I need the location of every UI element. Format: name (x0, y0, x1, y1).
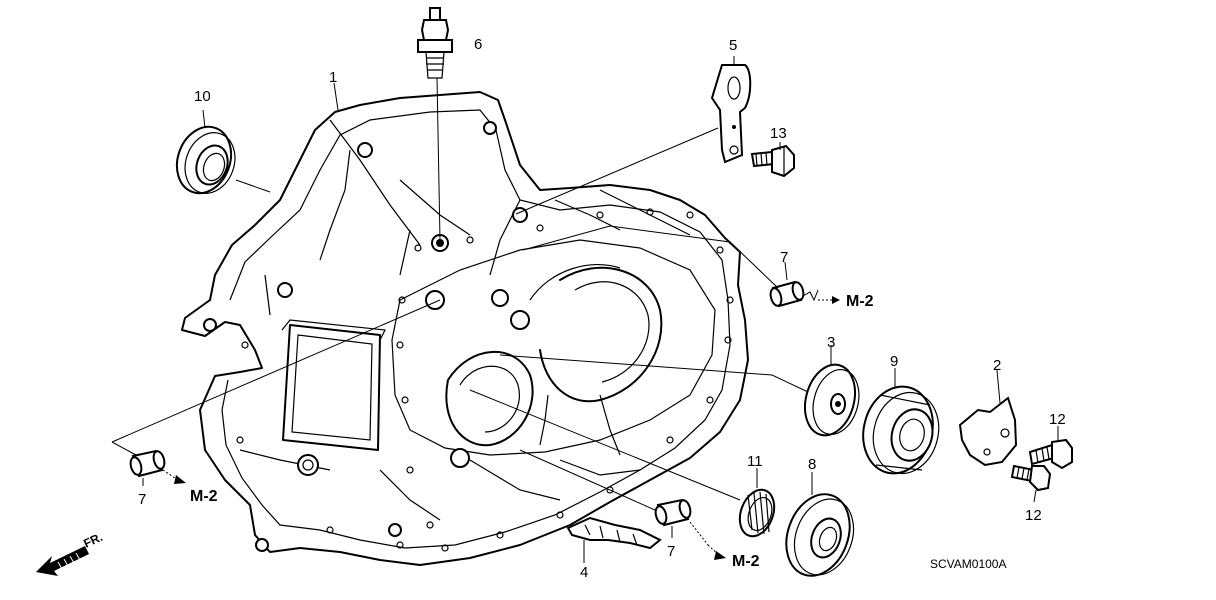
clutch-housing (181, 91, 749, 566)
front-direction-arrow (36, 546, 89, 576)
reference-labels: M-2 M-2 M-2 (190, 293, 874, 570)
ref-arrow-right (802, 289, 840, 304)
bearing-9 (862, 385, 940, 475)
retainer-plate (958, 396, 1018, 467)
callout-10: 10 (194, 88, 211, 105)
oil-seal (175, 125, 236, 195)
callout-12-lower: 12 (1025, 507, 1042, 524)
bearing-8 (785, 493, 855, 577)
callout-8: 8 (808, 456, 816, 473)
disc-plate (804, 363, 860, 437)
callout-2: 2 (993, 357, 1001, 374)
callout-7-right: 7 (780, 249, 788, 266)
callout-4: 4 (580, 564, 588, 581)
dowel-pin-left (129, 449, 166, 478)
ref-m2-bottom: M-2 (732, 553, 760, 570)
front-direction-label: FR. (81, 530, 104, 551)
callout-7-bottom: 7 (667, 543, 675, 560)
callout-1: 1 (329, 69, 337, 86)
callout-3: 3 (827, 334, 835, 351)
callout-5: 5 (729, 37, 737, 54)
sensor-switch (417, 7, 453, 79)
ref-arrow-bottom (689, 521, 726, 560)
callout-6: 6 (474, 36, 482, 53)
bracket (710, 64, 752, 164)
ref-m2-right: M-2 (846, 293, 874, 310)
drawing-code: SCVAM0100A (930, 557, 1006, 571)
leader-lines (111, 56, 1059, 563)
bolt-12-lower (1010, 464, 1052, 492)
callout-12-upper: 12 (1049, 411, 1066, 428)
callout-11: 11 (747, 453, 763, 470)
bolt-13 (750, 144, 795, 178)
ref-arrow-left (162, 469, 186, 484)
dowel-pin-bottom (654, 498, 692, 527)
callout-13: 13 (770, 125, 787, 142)
callout-7-left: 7 (138, 491, 146, 508)
ref-m2-left: M-2 (190, 488, 218, 505)
bolt-12-upper (1028, 438, 1073, 470)
magnet (566, 516, 662, 550)
needle-bearing (738, 488, 776, 538)
dowel-pin-right (769, 280, 805, 308)
callout-9: 9 (890, 353, 898, 370)
callout-labels: 1 2 3 4 5 6 7 7 7 8 9 10 11 12 12 13 (138, 36, 1066, 581)
